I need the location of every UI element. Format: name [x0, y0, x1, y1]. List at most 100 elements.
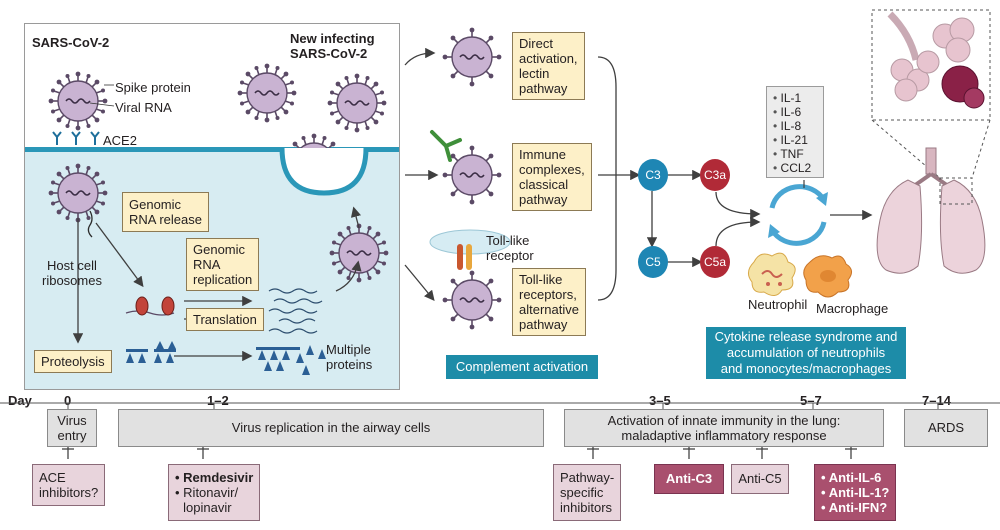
ace-line2: inhibitors?	[39, 485, 99, 500]
lectin-line2: activation,	[519, 51, 578, 66]
anti-il1-item: Anti-IL-1?	[821, 485, 890, 500]
virus-entry-stage: Virus entry	[47, 409, 97, 447]
antiviral-drugs-box: Remdesivir • Ritonavir/ lopinavir	[168, 464, 261, 521]
remdesivir-item: Remdesivir	[175, 470, 253, 485]
alternative-pathway-box: Toll-like receptors, alternative pathway	[512, 268, 586, 336]
ace2-label: ACE2	[103, 133, 137, 148]
classical-line2: complexes,	[519, 162, 585, 177]
genomic-rna-release-line2: RNA release	[129, 212, 202, 227]
alternative-line1: Toll-like	[519, 272, 563, 287]
pathway-specific-line2: specific	[560, 485, 604, 500]
internalized-virion-icon	[47, 162, 109, 224]
complement-pathway-illustration	[404, 9, 991, 331]
alveoli-icon	[887, 11, 985, 109]
cytokine-release-syndrome-box: Cytokine release syndrome and accumulati…	[706, 327, 906, 379]
classical-pathway-box: Immune complexes, classical pathway	[512, 143, 592, 211]
pathway-specific-inhibitors-box: Pathway- specific inhibitors	[553, 464, 622, 521]
assembling-virion-icon	[328, 222, 390, 284]
sars-cov-2-virion-icon	[47, 70, 109, 132]
antibody-icon	[430, 130, 462, 162]
ritonavir-line2: lopinavir	[183, 500, 232, 515]
neutrophil-icon	[748, 252, 796, 296]
timeline-axis	[0, 402, 1000, 409]
alternative-line3: alternative	[519, 302, 579, 317]
cytokine-list: IL-1 IL-6 IL-8 IL-21 TNF CCL2	[766, 86, 824, 178]
viral-protein-icon	[126, 341, 326, 375]
innate-line2: maladaptive inflammatory response	[621, 428, 827, 443]
complement-activation-box: Complement activation	[446, 355, 598, 379]
genomic-rna-release-callout: Genomic RNA release	[122, 192, 209, 232]
day-marker: 7–14	[922, 393, 951, 408]
cytokine-item: IL-21	[773, 134, 808, 147]
sars-cov-2-label: SARS-CoV-2	[32, 35, 110, 50]
day-marker: 3–5	[649, 393, 671, 408]
ace-inhibitors-box: ACE inhibitors?	[32, 464, 106, 506]
cytokine-item: CCL2	[773, 162, 812, 175]
day-marker: 0	[64, 393, 72, 408]
multiple-proteins-line1: Multiple	[326, 342, 371, 357]
genomic-rna-release-line1: Genomic	[129, 197, 182, 212]
classical-line3: classical	[519, 177, 569, 192]
ritonavir-line1: Ritonavir/	[183, 485, 239, 500]
host-ribosomes-label: Host cell ribosomes	[42, 258, 102, 288]
cell-membrane	[25, 147, 399, 152]
lectin-pathway-box: Direct activation, lectin pathway	[512, 32, 585, 100]
toll-like-receptor-icon	[429, 229, 511, 270]
c5a-node: C5a	[700, 246, 730, 278]
lectin-line1: Direct	[519, 36, 553, 51]
replication-line1: Genomic	[193, 242, 246, 257]
spike-protein-label: Spike protein	[115, 80, 191, 95]
lifecycle-illustration	[47, 62, 390, 375]
proteolysis-box: Proteolysis	[34, 350, 112, 373]
alternative-line4: pathway	[519, 317, 568, 332]
cytokine-item: TNF	[773, 148, 803, 161]
neutrophil-label: Neutrophil	[748, 297, 808, 312]
inhibition-connectors	[62, 447, 857, 459]
ritonavir-item: • Ritonavir/ lopinavir	[175, 485, 239, 515]
new-infecting-label-line2: SARS-CoV-2	[290, 46, 368, 61]
viral-rna-label: Viral RNA	[115, 100, 172, 115]
anti-c5-box: Anti-C5	[731, 464, 789, 494]
macrophage-label: Macrophage	[816, 301, 889, 316]
c3a-node: C3a	[700, 159, 730, 191]
cytokine-item: IL-1	[773, 92, 802, 105]
crs-line1: Cytokine release syndrome and	[714, 329, 898, 344]
multiple-proteins-line2: proteins	[326, 357, 373, 372]
lectin-line4: pathway	[519, 81, 568, 96]
pathway-specific-line3: inhibitors	[560, 500, 613, 515]
ace-line1: ACE	[39, 470, 66, 485]
innate-line1: Activation of innate immunity in the lun…	[607, 413, 841, 428]
c3-node: C3	[638, 159, 668, 191]
day-marker: 1–2	[207, 393, 229, 408]
alternative-line2: receptors,	[519, 287, 577, 302]
anti-ifn-item: Anti-IFN?	[821, 500, 889, 515]
host-ribosomes-line1: Host cell	[47, 258, 97, 273]
genomic-rna-replication-box: Genomic RNA replication	[186, 238, 260, 291]
virus-entry-line1: Virus	[57, 413, 87, 428]
rna-copies-icon	[268, 288, 323, 334]
new-infecting-label-line1: New infecting	[290, 31, 375, 46]
lectin-line3: lectin	[519, 66, 550, 81]
replication-line3: replication	[193, 272, 253, 287]
virion-alternative-icon	[441, 269, 503, 331]
virion-classical-icon	[441, 144, 503, 206]
new-virion-icon	[326, 72, 388, 134]
virus-entry-line2: entry	[57, 428, 87, 443]
classical-line4: pathway	[519, 192, 568, 207]
crs-line2: accumulation of neutrophils	[726, 345, 886, 360]
virion-lectin-icon	[441, 26, 503, 88]
anti-cytokine-drugs-box: Anti-IL-6 Anti-IL-1? Anti-IFN?	[814, 464, 897, 521]
multiple-proteins-label: Multiple proteins	[326, 342, 372, 372]
day-axis-label: Day	[8, 393, 32, 408]
translation-box: Translation	[186, 308, 264, 331]
macrophage-icon	[803, 255, 852, 298]
c5-node: C5	[638, 246, 668, 278]
innate-immunity-stage: Activation of innate immunity in the lun…	[564, 409, 884, 447]
new-virion-icon	[236, 62, 298, 124]
anti-il6-item: Anti-IL-6	[821, 470, 889, 485]
replication-line2: RNA	[193, 257, 221, 272]
toll-like-receptor-label: Toll-like receptor	[486, 233, 534, 263]
ribosome-icon	[125, 296, 175, 316]
lungs-icon	[876, 147, 986, 274]
day-marker: 5–7	[800, 393, 822, 408]
